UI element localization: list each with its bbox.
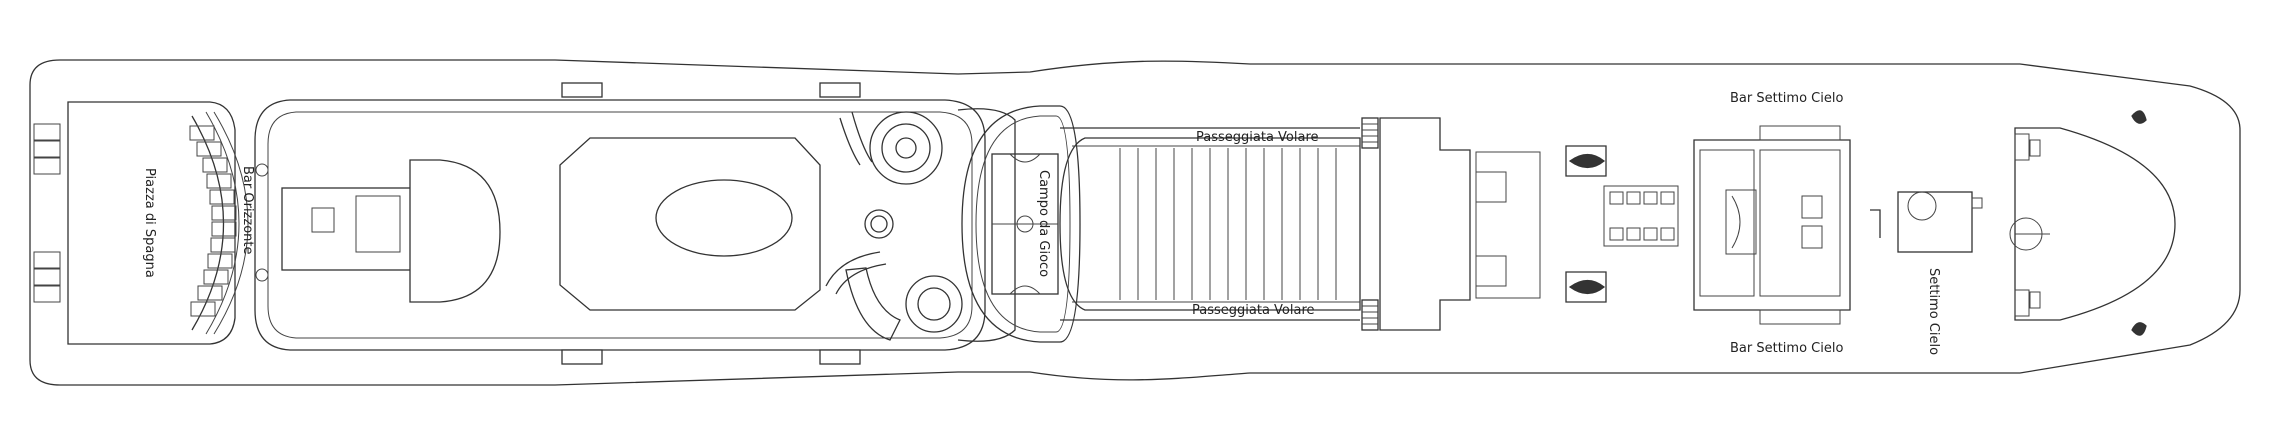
pool-bar-structure	[281, 187, 423, 271]
lifeboats	[1565, 145, 1607, 303]
bar-settimo-cielo	[1693, 139, 1851, 311]
pool-deck-enclosure	[254, 99, 986, 351]
stair-markers	[561, 82, 861, 365]
settimo-cielo-area	[1897, 191, 1973, 253]
sun-loungers	[1119, 148, 1337, 300]
label-bar-orizzonte: Bar Orizzonte	[240, 166, 255, 255]
bow-anchors	[2131, 110, 2147, 336]
water-slide-structures	[825, 111, 963, 341]
sun-deck	[1059, 137, 1361, 311]
midship-structure	[1379, 117, 1471, 331]
central-pool-area	[559, 137, 821, 311]
label-settimo-cielo: Settimo Cielo	[1926, 268, 1941, 355]
label-passeggiata-volare-top: Passeggiata Volare	[1196, 130, 1319, 145]
label-campo-da-gioco: Campo da Gioco	[1036, 170, 1051, 277]
elevator-banks	[1603, 185, 1679, 247]
stern-lounge	[67, 101, 236, 345]
label-passeggiata-volare-bottom: Passeggiata Volare	[1192, 303, 1315, 318]
label-bar-settimo-cielo-bottom: Bar Settimo Cielo	[1730, 341, 1843, 356]
bar-orizzonte-arc	[191, 115, 225, 331]
campo-da-gioco-enclosure	[961, 105, 1081, 343]
stern-windows	[33, 123, 61, 303]
label-bar-settimo-cielo-top: Bar Settimo Cielo	[1730, 91, 1843, 106]
bow-deck	[2014, 127, 2176, 321]
stair-blocks	[1361, 117, 1379, 331]
central-pool	[655, 179, 793, 257]
label-piazza-di-spagna: Piazza di Spagna	[142, 168, 157, 278]
hull-outline	[29, 59, 2241, 386]
